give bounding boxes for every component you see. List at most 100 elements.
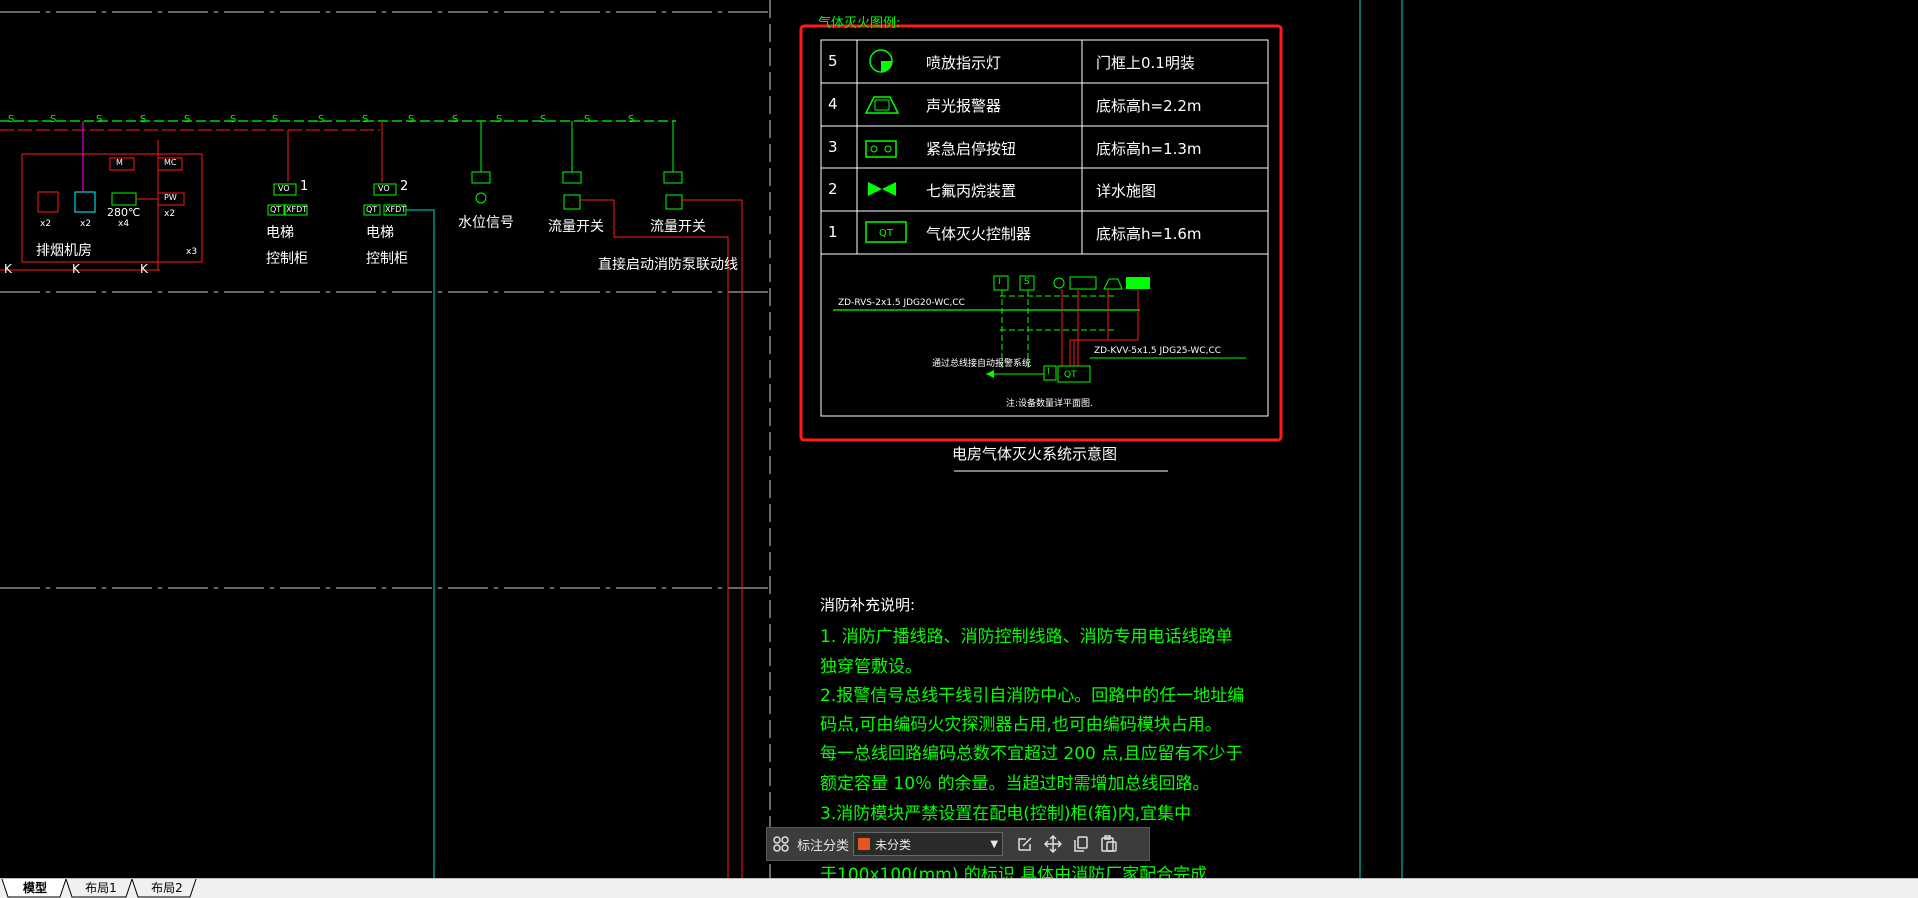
pump-link-label: 直接启动消防泵联动线 (598, 257, 738, 273)
category-value: 未分类 (875, 837, 912, 852)
legend-row-name: 七氟丙烷装置 (926, 182, 1017, 200)
gas-control-panel-icon-label: QT (879, 228, 894, 239)
link-to-alarm-label: 通过总线接自动报警系统 (932, 359, 1032, 369)
elevator-box-label: XFDT (385, 205, 407, 214)
edit-icon[interactable] (1011, 830, 1039, 858)
category-dropdown[interactable]: 未分类 ▼ (853, 832, 1004, 856)
multiplier-label: x2 (80, 219, 92, 229)
legend-row-note: 底标高h=1.6m (1096, 225, 1202, 243)
emergency-start-button-icon (865, 140, 897, 158)
legend-title: 气体灭火图例: (818, 16, 901, 31)
bus-mark: S (184, 114, 191, 125)
schematic-footnote: 注:设备数量详平面图. (1006, 399, 1093, 409)
paste-icon[interactable] (1095, 830, 1123, 858)
k-mark: K (72, 262, 80, 276)
legend-row-number: 2 (828, 180, 838, 198)
legend-highlight-box (799, 24, 1283, 442)
tab-model[interactable]: 模型 (22, 881, 47, 895)
drawing-frame-lines (0, 0, 1403, 878)
note-line: 每一总线回路编码总数不宜超过 200 点,且应留有不少于 (820, 744, 1243, 764)
elevator-box-label: QT (270, 205, 282, 214)
small-box-label: M (116, 158, 123, 167)
tab-layout2[interactable]: 布局2 (151, 881, 183, 895)
controller-label: QT (1064, 370, 1077, 380)
layout-tab-bar: 模型 布局1 布局2 (0, 878, 1918, 898)
elevator-box-label: VO (378, 184, 390, 193)
elevator-label: 电梯 (366, 225, 394, 241)
annotation-category-label: 标注分类 (797, 838, 850, 854)
bus-mark: S (318, 114, 325, 125)
note-line: 3.消防模块严禁设置在配电(控制)柜(箱)内,宜集中 (820, 804, 1192, 824)
k-mark: K (4, 262, 12, 276)
bus-mark: S (50, 114, 57, 125)
smoke-room-label: 排烟机房 (36, 243, 92, 259)
multiplier-label: x2 (40, 219, 52, 229)
note-line: 2.报警信号总线干线引自消防中心。回路中的任一地址编 (820, 686, 1245, 706)
spray-indicator-icon (869, 49, 893, 73)
module-label: I (1047, 367, 1050, 377)
bus-mark: S (584, 114, 591, 125)
legend-row-number: 4 (828, 95, 838, 113)
copy-icon[interactable] (1067, 830, 1095, 858)
legend-row-note: 详水施图 (1096, 182, 1157, 200)
grid-icon[interactable] (767, 830, 795, 858)
small-box-label: PW (164, 193, 177, 202)
legend-row-name: 紧急启停按钮 (926, 140, 1017, 158)
multiplier-label: x2 (164, 209, 176, 219)
bus-mark: S (8, 114, 15, 125)
category-color-swatch (858, 838, 871, 850)
cad-drawing-canvas[interactable]: QT (0, 0, 1918, 878)
bus-mark: S (452, 114, 459, 125)
legend-row-number: 1 (828, 223, 838, 241)
elevator-box-label: QT (366, 205, 378, 214)
k-mark: K (140, 262, 148, 276)
cable-in-label: ZD-RVS-2x1.5 JDG20-WC,CC (838, 298, 965, 308)
legend-row-note: 底标高h=2.2m (1096, 97, 1202, 115)
legend-row-name: 气体灭火控制器 (926, 225, 1032, 243)
legend-row-note: 门框上0.1明装 (1096, 54, 1195, 72)
bus-mark: S (272, 114, 279, 125)
move-icon[interactable] (1039, 830, 1067, 858)
multiplier-label: x3 (186, 247, 198, 257)
water-level-label: 水位信号 (458, 215, 514, 231)
multiplier-label: x4 (118, 219, 130, 229)
note-line: 额定容量 10％ 的余量。当超过时需增加总线回路。 (820, 774, 1210, 794)
schematic-box-label: S (1024, 277, 1030, 287)
tab-shapes (1, 879, 197, 898)
elevator-box-label: VO (278, 184, 290, 193)
note-line: 码点,可由编码火灾探测器占用,也可由编码模块占用。 (820, 715, 1222, 735)
bus-mark: S (362, 114, 369, 125)
legend-row-name: 声光报警器 (926, 97, 1002, 115)
flow-switch-label: 流量开关 (548, 219, 604, 235)
bus-mark: S (540, 114, 547, 125)
chevron-down-icon: ▼ (990, 838, 999, 850)
elevator-box-label: XFDT (286, 205, 308, 214)
elevator-index: 1 (300, 179, 309, 194)
note-line: 1. 消防广播线路、消防控制线路、消防专用电话线路单 (820, 627, 1233, 647)
legend-row-number: 5 (828, 52, 838, 70)
bus-mark: S (96, 114, 103, 125)
legend-row-note: 底标高h=1.3m (1096, 140, 1202, 158)
cable-out-label: ZD-KVV-5x1.5 JDG25-WC,CC (1094, 346, 1222, 356)
schematic-box-label: I (998, 277, 1001, 287)
annotation-toolbar: 标注分类 未分类 ▼ (766, 827, 1150, 861)
audible-visual-alarm-icon (864, 96, 900, 114)
gas-system-schematic (833, 275, 1246, 383)
heptafluoropropane-device-icon (868, 182, 896, 196)
gas-control-panel-icon: QT (865, 221, 907, 243)
small-box-label: MC (164, 158, 177, 167)
flow-switch-label: 流量开关 (650, 219, 706, 235)
legend-row-name: 喷放指示灯 (926, 54, 1002, 72)
elevator-index: 2 (400, 179, 409, 194)
legend-row-number: 3 (828, 138, 838, 156)
legend-table-grid (820, 39, 1269, 417)
note-line: 独穿管敷设。 (820, 657, 922, 677)
elevator-label: 控制柜 (366, 251, 408, 267)
elevator-label: 控制柜 (266, 251, 308, 267)
bus-mark: S (230, 114, 237, 125)
bus-mark: S (496, 114, 503, 125)
temperature-label: 280℃ (107, 206, 141, 219)
bus-mark: S (140, 114, 147, 125)
elevator-label: 电梯 (266, 225, 294, 241)
tab-layout1[interactable]: 布局1 (85, 881, 117, 895)
